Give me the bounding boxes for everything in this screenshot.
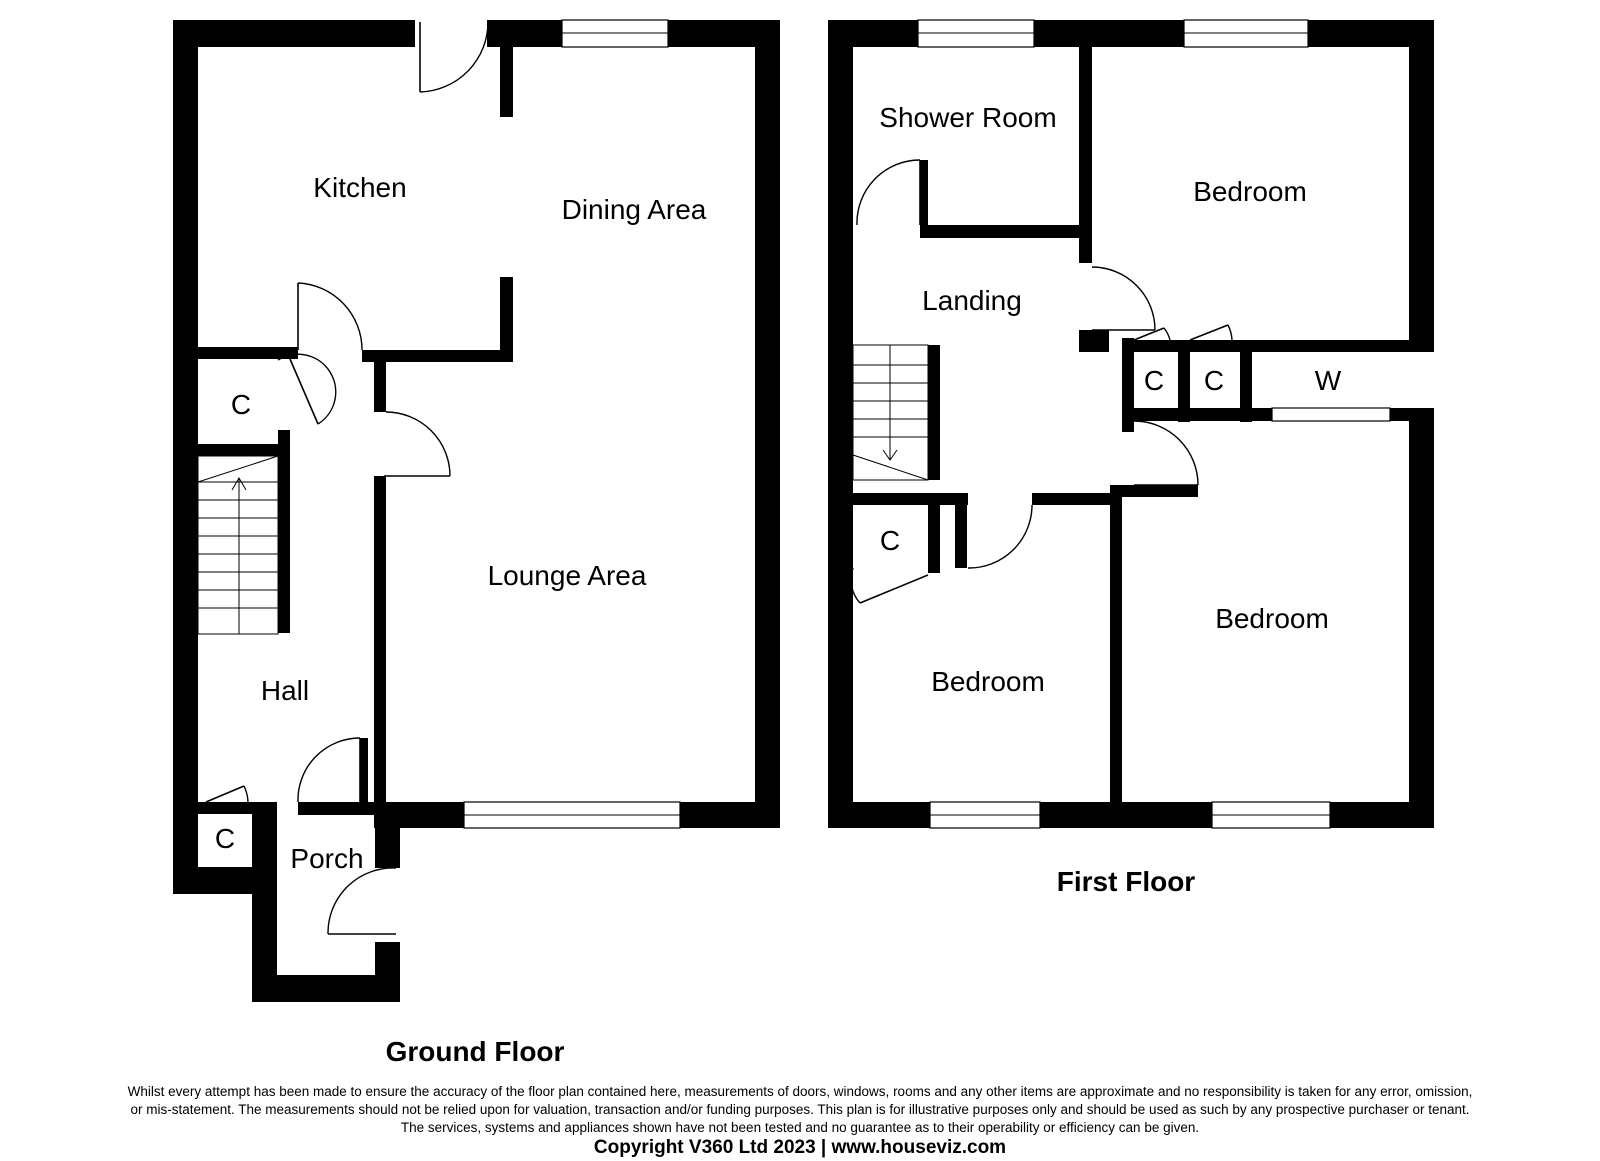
wall bbox=[1040, 802, 1212, 828]
wall bbox=[374, 476, 386, 828]
room-label-landing: Landing bbox=[922, 285, 1022, 316]
floor-title-ground: Ground Floor bbox=[386, 1036, 565, 1067]
room-label-cupboard: C bbox=[231, 389, 251, 420]
wall bbox=[1079, 330, 1109, 352]
wall bbox=[1032, 493, 1122, 505]
wall bbox=[252, 802, 277, 1002]
wall bbox=[1110, 485, 1122, 802]
door bbox=[1133, 420, 1199, 486]
room-label-bedroom: Bedroom bbox=[1215, 603, 1329, 634]
room-label-bedroom: Bedroom bbox=[1193, 176, 1307, 207]
room-label-cupboard: C bbox=[1144, 365, 1164, 396]
room-label-porch: Porch bbox=[290, 843, 363, 874]
door bbox=[419, 21, 489, 93]
wall bbox=[1122, 485, 1198, 497]
wall bbox=[374, 350, 386, 412]
room-label-hall: Hall bbox=[261, 675, 309, 706]
wall bbox=[1122, 408, 1272, 421]
wall bbox=[920, 225, 1092, 238]
disclaimer-line: The services, systems and appliances sho… bbox=[400, 1120, 1200, 1135]
first-floor-plan: Shower Room Bedroom Landing C C W C Bedr… bbox=[828, 19, 1434, 897]
room-label-wardrobe: W bbox=[1315, 365, 1342, 396]
door bbox=[297, 737, 361, 803]
floor-title-first: First Floor bbox=[1057, 866, 1196, 897]
room-label-cupboard: C bbox=[1204, 365, 1224, 396]
wall bbox=[1409, 20, 1434, 352]
ground-floor-plan: Kitchen Dining Area Lounge Area Hall Por… bbox=[173, 19, 780, 1067]
door bbox=[1189, 324, 1233, 341]
staircase bbox=[852, 344, 940, 481]
wall bbox=[375, 815, 400, 868]
door bbox=[277, 353, 337, 425]
disclaimer: Whilst every attempt has been made to en… bbox=[20, 1083, 1580, 1137]
wall bbox=[955, 493, 967, 568]
wall bbox=[500, 277, 513, 362]
door bbox=[297, 282, 363, 351]
room-label-kitchen: Kitchen bbox=[313, 172, 406, 203]
wall bbox=[828, 20, 853, 828]
wall bbox=[1122, 340, 1434, 352]
staircase bbox=[197, 455, 279, 635]
wall bbox=[1409, 416, 1434, 828]
door bbox=[1133, 327, 1171, 341]
wall bbox=[928, 493, 940, 573]
wall bbox=[360, 738, 368, 802]
wall bbox=[362, 350, 513, 362]
wall bbox=[298, 802, 400, 815]
wall bbox=[928, 345, 940, 480]
wall bbox=[487, 20, 562, 47]
wall bbox=[198, 444, 288, 456]
door bbox=[1091, 266, 1156, 331]
disclaimer-line: or mis-statement. The measurements shoul… bbox=[130, 1102, 1470, 1117]
wall bbox=[828, 802, 930, 828]
room-label-bedroom: Bedroom bbox=[931, 666, 1045, 697]
wall bbox=[278, 430, 290, 633]
wall bbox=[375, 942, 400, 1002]
room-label-cupboard: C bbox=[880, 525, 900, 556]
door bbox=[384, 411, 451, 477]
room-label-lounge: Lounge Area bbox=[488, 560, 647, 591]
wall bbox=[1178, 352, 1190, 422]
wall bbox=[500, 47, 513, 117]
room-label-cupboard: C bbox=[215, 823, 235, 854]
wall bbox=[755, 20, 780, 828]
wall bbox=[1390, 408, 1434, 421]
wall bbox=[1079, 47, 1092, 263]
wall bbox=[198, 347, 298, 359]
wall bbox=[173, 20, 198, 894]
wall bbox=[1122, 338, 1134, 422]
door bbox=[327, 867, 397, 935]
copyright: Copyright V360 Ltd 2023 | www.houseviz.c… bbox=[593, 1137, 1007, 1158]
wall bbox=[1240, 340, 1252, 422]
wall bbox=[1122, 420, 1134, 432]
disclaimer-line: Whilst every attempt has been made to en… bbox=[127, 1084, 1473, 1099]
wall bbox=[1034, 20, 1184, 47]
room-label-dining: Dining Area bbox=[562, 194, 707, 225]
wall bbox=[173, 20, 415, 47]
door bbox=[850, 567, 929, 604]
wardrobe-door bbox=[1271, 407, 1391, 422]
wall bbox=[853, 493, 968, 505]
door bbox=[967, 504, 1033, 569]
door bbox=[205, 785, 249, 803]
room-label-shower: Shower Room bbox=[879, 102, 1056, 133]
door bbox=[856, 159, 921, 226]
wall bbox=[920, 160, 928, 238]
wall bbox=[680, 802, 780, 828]
wall bbox=[1330, 802, 1434, 828]
